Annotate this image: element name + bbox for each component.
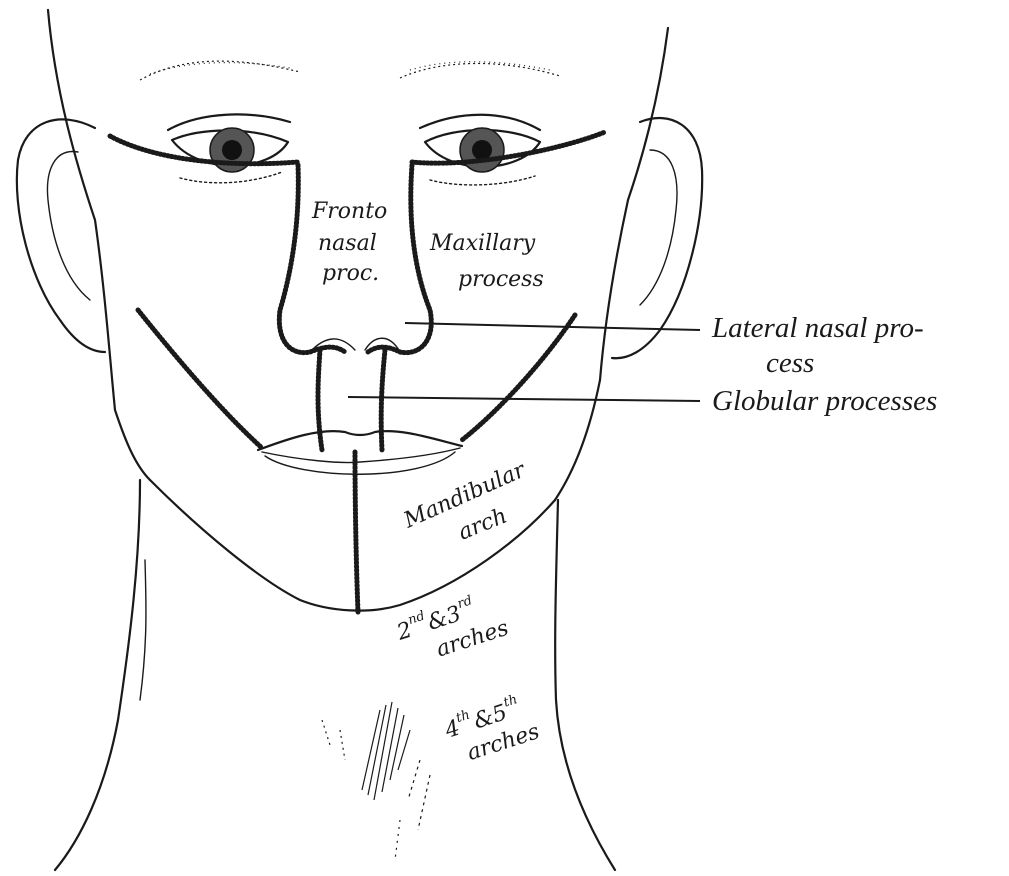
label-nasal: nasal (318, 231, 377, 256)
label-proc: proc. (322, 261, 379, 286)
left-eye (168, 114, 290, 182)
lateral-nasal-leader (405, 323, 700, 330)
neck-shading (322, 702, 430, 860)
label-maxillary-process: process (458, 267, 544, 292)
label-2nd-3rd-arches: 2 nd &3 rd arches (392, 585, 512, 672)
neck-outline (55, 480, 615, 870)
left-eyebrow (140, 61, 300, 80)
globular-leader (348, 397, 700, 401)
label-fronto: Fronto (311, 199, 387, 224)
right-eye (420, 115, 540, 185)
label-maxillary: Maxillary (429, 231, 536, 256)
label-globular-processes: Globular processes (712, 385, 937, 417)
label-4th-5th-arches: 4 th &5 th arches (440, 689, 543, 771)
mouth (258, 431, 462, 474)
label-3rd-sup: rd (456, 593, 474, 612)
right-eyebrow (400, 62, 560, 78)
right-ear (612, 118, 702, 358)
left-ear (17, 119, 105, 352)
label-lateral-nasal-process: Lateral nasal pro- (711, 312, 924, 344)
label-lateral-nasal-process-cont: cess (766, 347, 814, 379)
